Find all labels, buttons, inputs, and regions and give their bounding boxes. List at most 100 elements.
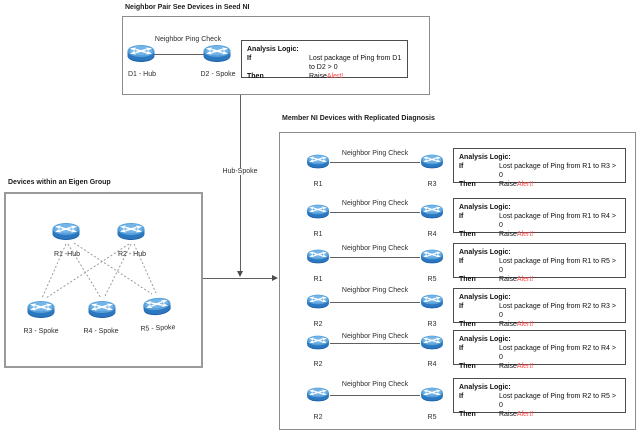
link-line bbox=[330, 257, 420, 258]
ping-check-label: Neighbor Ping Check bbox=[341, 245, 409, 252]
analysis-heading: Analysis Logic: bbox=[459, 204, 511, 211]
ping-check-label: Neighbor Ping Check bbox=[341, 333, 409, 340]
alert-text: Alert! bbox=[516, 363, 534, 370]
down-arrowhead-icon bbox=[237, 271, 243, 277]
analysis-box: Analysis Logic: If Lost package of Ping … bbox=[241, 40, 408, 81]
device-label: R5 bbox=[427, 276, 437, 283]
router-icon bbox=[306, 386, 330, 403]
if-label: If bbox=[459, 393, 464, 400]
link-line bbox=[330, 302, 420, 303]
router-icon bbox=[306, 248, 330, 265]
analysis-heading: Analysis Logic: bbox=[459, 249, 511, 256]
if-text: Lost package of Ping from R2 to R4 > 0 bbox=[499, 345, 616, 361]
analysis-then-row: Then Raise Alert! bbox=[247, 72, 402, 81]
then-text: Raise bbox=[499, 181, 517, 188]
router-icon bbox=[306, 203, 330, 220]
device-label: R4 - Spoke bbox=[83, 328, 119, 335]
if-label: If bbox=[459, 163, 464, 170]
alert-text: Alert! bbox=[516, 276, 534, 283]
then-label: Then bbox=[459, 411, 476, 418]
eigen-to-member-line bbox=[203, 278, 274, 279]
router-icon bbox=[116, 221, 146, 242]
router-icon bbox=[306, 153, 330, 170]
router-icon bbox=[306, 293, 330, 310]
router-icon bbox=[202, 43, 232, 64]
then-text: Raise bbox=[499, 321, 517, 328]
device-label: R3 - Spoke bbox=[23, 328, 59, 335]
device-label: R1 bbox=[313, 181, 323, 188]
device-label: R1 bbox=[313, 231, 323, 238]
if-text: Lost package of Ping from R1 to R4 > 0 bbox=[499, 213, 616, 229]
then-label: Then bbox=[459, 321, 476, 328]
then-label: Then bbox=[459, 363, 476, 370]
then-text: Raise bbox=[499, 363, 517, 370]
device-label: R4 bbox=[427, 361, 437, 368]
seed-link-line bbox=[154, 54, 204, 55]
alert-text: Alert! bbox=[326, 73, 344, 80]
if-label: If bbox=[459, 345, 464, 352]
if-text: Lost package of Ping from R2 to R3 > 0 bbox=[499, 303, 616, 319]
seed-panel-title: Neighbor Pair See Devices in Seed NI bbox=[125, 4, 250, 11]
router-icon bbox=[420, 334, 444, 351]
analysis-box: Analysis Logic: If Lost package of Ping f… bbox=[453, 288, 626, 328]
device-label: R2 bbox=[313, 414, 323, 421]
if-text: Lost package of Ping from R1 to R5 > 0 bbox=[499, 258, 616, 274]
then-text: Raise bbox=[499, 231, 517, 238]
link-line bbox=[330, 343, 420, 344]
dashed-links bbox=[41, 242, 157, 299]
analysis-box: Analysis Logic: If Lost package of Ping f… bbox=[453, 243, 626, 283]
link-line bbox=[330, 395, 420, 396]
router-icon bbox=[51, 221, 81, 242]
if-text: Lost package of Ping from D1 to D2 > 0 bbox=[309, 55, 402, 71]
if-label: If bbox=[459, 213, 464, 220]
ping-check-label: Neighbor Ping Check bbox=[154, 36, 222, 43]
router-icon bbox=[141, 294, 173, 318]
analysis-heading: Analysis Logic: bbox=[247, 46, 299, 53]
then-label: Then bbox=[247, 73, 264, 80]
alert-text: Alert! bbox=[516, 411, 534, 418]
device-label: R3 bbox=[427, 181, 437, 188]
right-arrowhead-icon bbox=[272, 275, 278, 281]
router-icon bbox=[26, 299, 56, 320]
then-label: Then bbox=[459, 231, 476, 238]
analysis-heading: Analysis Logic: bbox=[459, 154, 511, 161]
ping-check-label: Neighbor Ping Check bbox=[341, 150, 409, 157]
if-text: Lost package of Ping from R2 to R5 > 0 bbox=[499, 393, 616, 409]
router-icon bbox=[420, 153, 444, 170]
device-label: D1 - Hub bbox=[127, 71, 157, 78]
then-label: Then bbox=[459, 181, 476, 188]
alert-text: Alert! bbox=[516, 231, 534, 238]
device-label: R5 bbox=[427, 414, 437, 421]
device-label: R4 bbox=[427, 231, 437, 238]
device-label: D2 - Spoke bbox=[200, 71, 236, 78]
device-label: R2 - Hub bbox=[117, 251, 147, 258]
then-label: Then bbox=[459, 276, 476, 283]
device-label: R3 bbox=[427, 321, 437, 328]
router-icon bbox=[87, 299, 117, 320]
router-icon bbox=[306, 334, 330, 351]
router-icon bbox=[420, 248, 444, 265]
ping-check-label: Neighbor Ping Check bbox=[341, 287, 409, 294]
member-panel-title: Member NI Devices with Replicated Diagno… bbox=[282, 115, 435, 122]
device-label: R2 bbox=[313, 361, 323, 368]
if-label: If bbox=[459, 258, 464, 265]
eigen-panel-title: Devices within an Eigen Group bbox=[8, 179, 111, 186]
router-icon bbox=[420, 386, 444, 403]
device-label: R1 bbox=[313, 276, 323, 283]
analysis-box: Analysis Logic: If Lost package of Ping f… bbox=[453, 198, 626, 238]
router-icon bbox=[126, 43, 156, 64]
then-text: Raise bbox=[309, 73, 327, 80]
hub-spoke-label: Hub-Spoke bbox=[220, 168, 260, 175]
analysis-heading: Analysis Logic: bbox=[459, 294, 511, 301]
router-icon bbox=[420, 293, 444, 310]
alert-text: Alert! bbox=[516, 321, 534, 328]
if-label: If bbox=[247, 55, 252, 62]
analysis-if-row: If Lost package of Ping from D1 to D2 > … bbox=[247, 54, 402, 72]
eigen-panel bbox=[4, 192, 203, 368]
device-label: R1 -Hub bbox=[53, 251, 81, 258]
if-label: If bbox=[459, 303, 464, 310]
